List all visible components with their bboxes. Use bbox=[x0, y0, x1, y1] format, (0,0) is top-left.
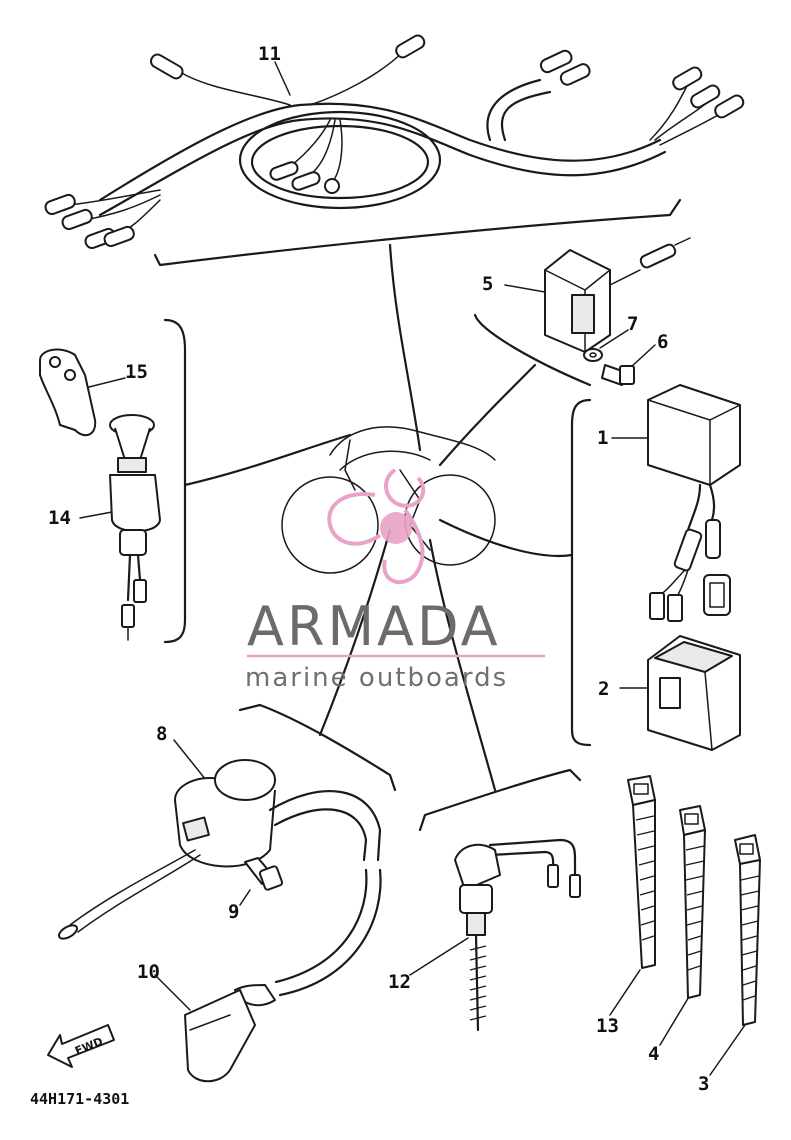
callout-6: 6 bbox=[657, 331, 668, 353]
callout-7: 7 bbox=[627, 313, 638, 335]
callout-13: 13 bbox=[596, 1015, 619, 1037]
engine-illustration bbox=[281, 426, 496, 574]
callout-15: 15 bbox=[125, 361, 148, 383]
cable-tie-3 bbox=[734, 834, 761, 1026]
cable-tie-4 bbox=[679, 805, 706, 999]
callout-14: 14 bbox=[48, 507, 71, 529]
callout-10: 10 bbox=[137, 961, 160, 983]
callout-2: 2 bbox=[598, 678, 609, 700]
cdi-unit-large bbox=[647, 384, 741, 622]
spark-plug-assembly bbox=[454, 838, 581, 1032]
stop-switch bbox=[109, 414, 161, 641]
spark-plug-cap bbox=[184, 868, 382, 1083]
callout-12: 12 bbox=[388, 971, 411, 993]
harness-bracket bbox=[153, 198, 682, 267]
cdi-cover bbox=[647, 635, 741, 751]
callout-1: 1 bbox=[597, 427, 608, 449]
washer bbox=[583, 348, 603, 362]
ignition-coil bbox=[57, 759, 382, 940]
watermark-brand: ARMADA bbox=[247, 595, 501, 658]
assembly-brackets bbox=[163, 243, 592, 832]
watermark-tagline: marine outboards bbox=[245, 663, 508, 693]
coil-bolt bbox=[244, 857, 284, 891]
diagram-code: 44H171-4301 bbox=[30, 1090, 129, 1108]
bracket bbox=[39, 348, 97, 437]
cdi-unit bbox=[544, 237, 691, 353]
callout-labels: 11 5 7 6 1 2 15 14 8 9 10 12 13 4 3 bbox=[48, 43, 709, 1095]
wire-harness bbox=[44, 34, 745, 250]
callout-11: 11 bbox=[258, 43, 281, 65]
leader-lines bbox=[79, 61, 746, 1076]
callout-8: 8 bbox=[156, 723, 167, 745]
fwd-arrow-icon: FWD bbox=[47, 1024, 115, 1068]
bolt bbox=[601, 364, 635, 386]
callout-4: 4 bbox=[648, 1043, 659, 1065]
cable-tie-13 bbox=[627, 775, 656, 969]
callout-5: 5 bbox=[482, 273, 493, 295]
watermark-logo: ARMADA marine outboards bbox=[245, 468, 545, 693]
callout-3: 3 bbox=[698, 1073, 709, 1095]
callout-9: 9 bbox=[228, 901, 239, 923]
